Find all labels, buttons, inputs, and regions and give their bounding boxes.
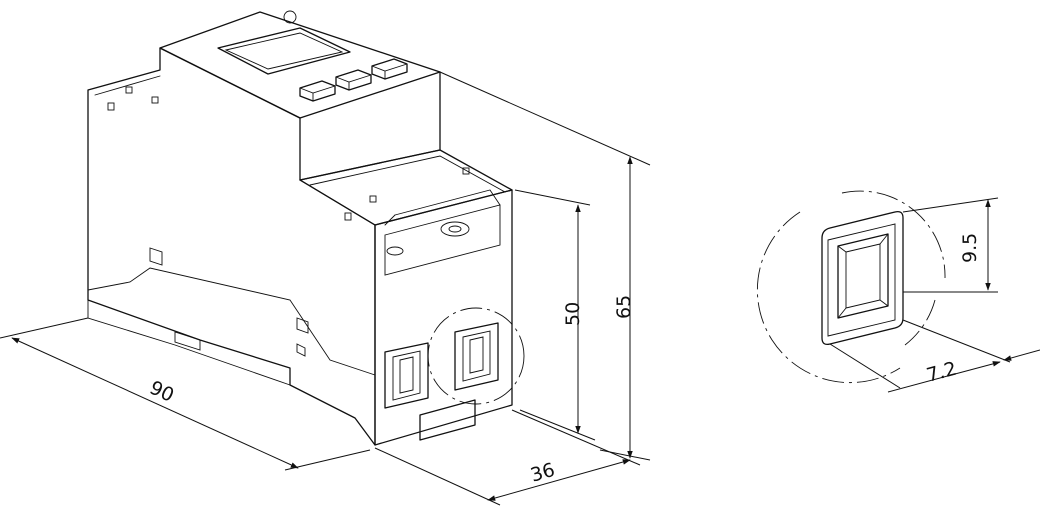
dim-slot-width-label: 7.2: [924, 358, 959, 387]
slot-detail: [756, 190, 946, 384]
detail-dimension-lines: [829, 197, 1040, 393]
front-terminal-slots: [384, 322, 499, 409]
dim-slot-height-label: 9.5: [959, 233, 981, 263]
button-row: [299, 58, 408, 102]
dim-total-height-label: 65: [613, 295, 635, 319]
dim-front-height-label: 50: [562, 302, 584, 326]
dimension-lines: [0, 71, 651, 506]
dim-width-label: 90: [146, 377, 177, 407]
detail-circle: [427, 307, 525, 405]
dim-depth-label: 36: [528, 459, 557, 487]
